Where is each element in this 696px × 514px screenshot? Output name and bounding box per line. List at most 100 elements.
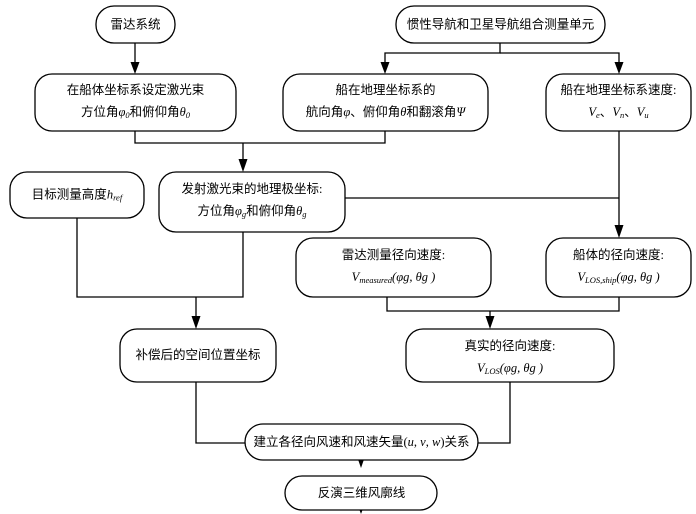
wr-w: w [432,435,441,449]
node-compensated-position[interactable]: 补偿后的空间位置坐标 [119,328,277,383]
arrowhead-to-true-radial-velocity [485,316,495,329]
arrowhead-radar-to-beam-body [130,62,140,74]
sa-theta: θ [400,105,406,119]
edge-ins-split-trunk [384,42,501,65]
edge-shipradial-to-merge3 [490,297,620,312]
beam-body-frame-line2: 方位角φ0和俯仰角θ0 [81,104,191,120]
radar-system-label: 雷达系统 [110,17,160,31]
ship-attitude-box[interactable] [282,73,489,132]
node-ship-attitude[interactable]: 船在地理坐标系的 航向角φ、俯仰角θ和翻滚角Ψ [282,73,489,132]
ship-velocity-box[interactable] [545,73,692,132]
wr-a: 建立各径向风速和风速矢量( [254,434,408,449]
true-radial-velocity-line1: 真实的径向速度: [465,338,556,353]
node-radar-system[interactable]: 雷达系统 [95,5,176,44]
true-radial-velocity-box[interactable] [405,328,615,383]
th-sub: ref [113,192,124,202]
bbf-phi-sub: 0 [125,110,130,120]
bbf-phi: φ [118,105,125,119]
bbf-theta: θ [180,105,186,119]
sv-sep1: 、 [600,105,613,119]
srv-v: V [577,270,586,284]
node-true-radial-velocity[interactable]: 真实的径向速度: VLOS(φg, θg ) [405,328,615,383]
wr-v: v [420,435,426,449]
srv-sub: LOS,ship [584,275,616,285]
sa-l2-c: 和翻滚角 [406,104,456,119]
target-height-label: 目标测量高度href [32,186,124,202]
rrv-args: (φg, θg ) [392,270,435,284]
ship-radial-velocity-line1: 船体的径向速度: [573,247,664,262]
target-height-box[interactable] [9,171,145,219]
edge-targetheight-to-merge2 [76,218,196,298]
sa-phi: φ [343,105,350,119]
node-beam-body-frame[interactable]: 在船体坐标系设定激光束 方位角φ0和俯仰角θ0 [34,73,237,132]
sa-l2-a: 航向角 [306,104,344,119]
beam-body-frame-box[interactable] [34,73,237,132]
wind-relation-label: 建立各径向风速和风速矢量(u, v, w)关系 [254,434,470,449]
arrowhead-to-compensated-position [191,316,201,329]
beam-geo-polar-line1: 发射激光束的地理极坐标: [182,181,323,196]
sv-v3: V [637,105,646,119]
arrowhead-merge-to-geopolar [238,159,248,172]
wr-b: )关系 [440,435,469,449]
retrieve-profile-box[interactable] [284,475,438,511]
bbf-l2-mid: 和俯仰角 [130,104,180,119]
ship-velocity-line1: 船在地理坐标系速度: [561,82,677,97]
bbf-theta-sub: 0 [186,110,191,120]
edge-beambody-to-merge [134,131,243,144]
trv-sub: LOS [484,366,501,376]
compensated-position-box[interactable] [119,328,277,383]
ship-velocity-line2: Ve、Vn、Vu [588,105,648,120]
rrv-sub: measured [359,275,392,285]
bgp-phi: φ [235,204,242,218]
radar-radial-velocity-line2: Vmeasured(φg, θg ) [352,270,436,285]
sv-s1: e [596,110,600,120]
node-wind-relation[interactable]: 建立各径向风速和风速矢量(u, v, w)关系 [244,423,479,461]
edge-attitude-to-merge [243,131,386,144]
edge-radarradial-to-merge3 [386,297,490,312]
wr-sep1: , [414,435,420,449]
wind-relation-box[interactable] [244,423,479,461]
sv-s3: u [644,110,648,120]
wr-sep2: , [426,435,432,449]
node-radar-radial-velocity[interactable]: 雷达测量径向速度: Vmeasured(φg, θg ) [295,237,492,298]
ins-gnss-unit-label: 惯性导航和卫星导航组合测量单元 [407,16,595,31]
sv-sep2: 、 [624,105,637,119]
radar-radial-velocity-box[interactable] [295,237,492,298]
node-ins-gnss-unit[interactable]: 惯性导航和卫星导航组合测量单元 [395,5,606,44]
node-beam-geo-polar[interactable]: 发射激光束的地理极坐标: 方位角φg和俯仰角θg [158,171,346,233]
edge-geopolar-to-merge2 [196,232,244,298]
arrowhead-ins-to-attitude [380,62,390,74]
bgp-l2-mid: 和俯仰角 [246,203,296,218]
bgp-theta-sub: g [302,209,306,219]
node-target-height[interactable]: 目标测量高度href [9,171,145,219]
trv-args: (φg, θg ) [500,361,543,375]
sv-v2: V [612,105,621,119]
bgp-theta: θ [296,204,302,218]
node-ship-radial-velocity[interactable]: 船体的径向速度: VLOS,ship(φg, θg ) [545,237,692,298]
sa-psi: Ψ [456,105,466,119]
true-radial-velocity-line2: VLOS(φg, θg ) [477,361,543,376]
sv-s2: n [620,110,624,120]
ship-attitude-line2: 航向角φ、俯仰角θ和翻滚角Ψ [306,104,467,119]
beam-geo-polar-box[interactable] [158,171,346,233]
wr-u: u [408,435,414,449]
node-retrieve-profile[interactable]: 反演三维风廓线 [284,475,438,511]
radar-system-box[interactable] [95,5,176,44]
srv-args: (φg, θg ) [616,270,659,284]
sv-v1: V [588,105,597,119]
ins-gnss-unit-box[interactable] [395,5,606,44]
sa-l2-b: 、俯仰角 [350,104,400,119]
arrowhead-to-ship-radial-velocity [614,225,624,238]
ship-attitude-line1: 船在地理坐标系的 [335,82,435,97]
th-h: h [107,187,113,201]
retrieve-profile-label: 反演三维风廓线 [318,485,406,500]
bgp-phi-sub: g [242,209,246,219]
node-ship-velocity[interactable]: 船在地理坐标系速度: Ve、Vn、Vu [545,73,692,132]
bbf-l2-prefix: 方位角 [81,104,119,119]
edge-ins-split-right [500,52,620,65]
beam-body-frame-line1: 在船体坐标系设定激光束 [67,82,205,97]
ship-radial-velocity-box[interactable] [545,237,692,298]
trv-v: V [477,361,486,375]
